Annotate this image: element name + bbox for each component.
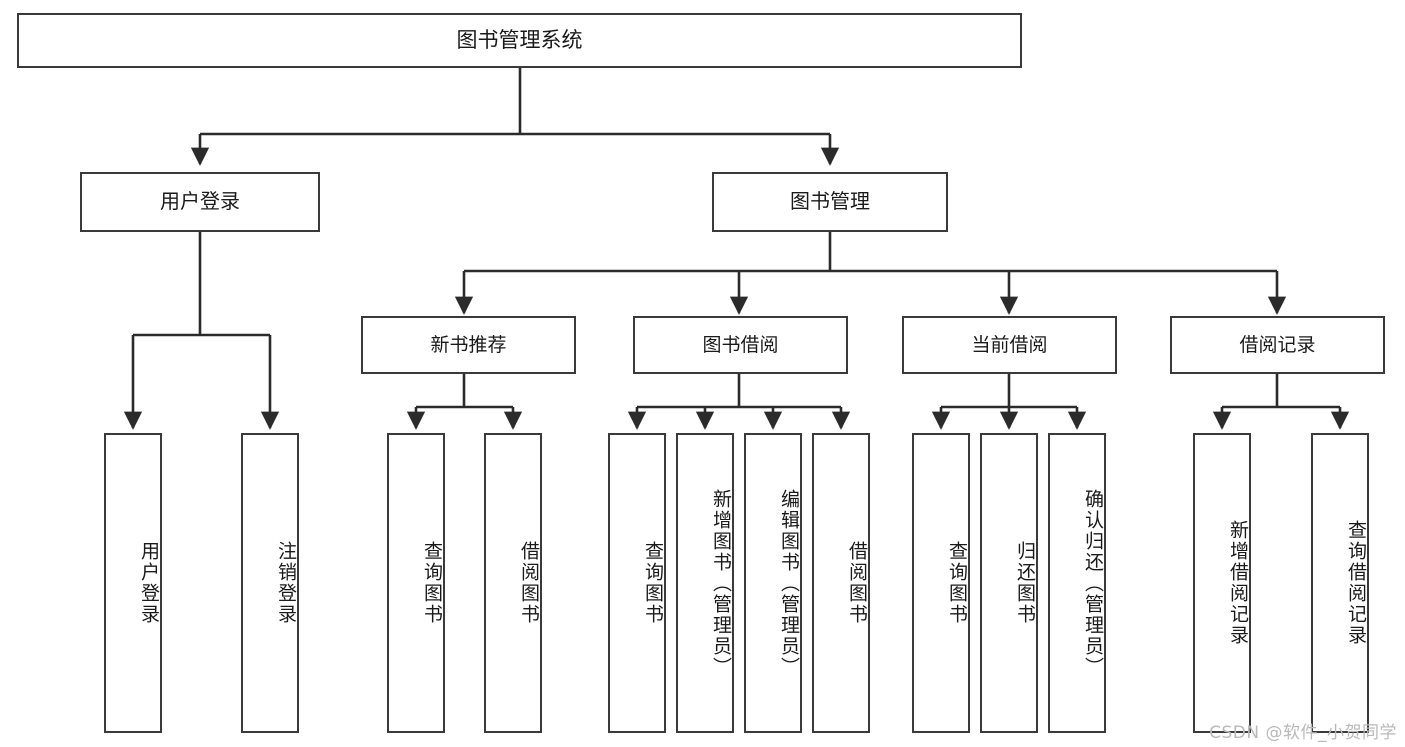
csdn-watermark: CSDN @软件_小贺同学 — [1209, 723, 1397, 743]
leaf-query-borrow-record[interactable]: 查询借阅记录 — [1311, 433, 1369, 733]
node-new-book-recommend[interactable]: 新书推荐 — [361, 316, 576, 374]
leaf-add-book-admin[interactable]: 新增图书（管理员） — [676, 433, 734, 733]
node-borrow-record-label: 借阅记录 — [1239, 333, 1316, 356]
node-book-borrow-label: 图书借阅 — [702, 333, 779, 356]
leaf-add-borrow-record[interactable]: 新增借阅记录 — [1193, 433, 1251, 733]
node-new-book-recommend-label: 新书推荐 — [430, 333, 507, 356]
node-root[interactable]: 图书管理系统 — [17, 13, 1022, 68]
leaf-query-book-current[interactable]: 查询图书 — [912, 433, 970, 733]
leaf-edit-book-admin-label: 编辑图书（管理员） — [778, 488, 800, 678]
node-book-management-label: 图书管理 — [790, 189, 870, 214]
leaf-confirm-return-admin[interactable]: 确认归还（管理员） — [1048, 433, 1106, 733]
leaf-user-login-label: 用户登录 — [138, 541, 160, 625]
leaf-confirm-return-admin-label: 确认归还（管理员） — [1082, 488, 1104, 678]
node-user-login[interactable]: 用户登录 — [80, 172, 320, 232]
leaf-borrow-book-recommend[interactable]: 借阅图书 — [484, 433, 542, 733]
node-user-login-label: 用户登录 — [160, 189, 240, 214]
leaf-return-book[interactable]: 归还图书 — [980, 433, 1038, 733]
node-book-management[interactable]: 图书管理 — [712, 172, 948, 232]
leaf-add-book-admin-label: 新增图书（管理员） — [710, 488, 732, 678]
leaf-query-book-borrow[interactable]: 查询图书 — [608, 433, 666, 733]
leaf-logout[interactable]: 注销登录 — [241, 433, 299, 733]
leaf-query-book-recommend[interactable]: 查询图书 — [387, 433, 445, 733]
leaf-query-book-current-label: 查询图书 — [946, 541, 968, 625]
leaf-edit-book-admin[interactable]: 编辑图书（管理员） — [744, 433, 802, 733]
node-root-label: 图书管理系统 — [456, 28, 583, 53]
leaf-add-borrow-record-label: 新增借阅记录 — [1227, 520, 1249, 646]
node-book-borrow[interactable]: 图书借阅 — [633, 316, 848, 374]
leaf-borrow-book-label: 借阅图书 — [846, 541, 868, 625]
leaf-query-book-recommend-label: 查询图书 — [421, 541, 443, 625]
node-borrow-record[interactable]: 借阅记录 — [1170, 316, 1385, 374]
leaf-borrow-book-recommend-label: 借阅图书 — [518, 541, 540, 625]
leaf-logout-label: 注销登录 — [275, 541, 297, 625]
leaf-borrow-book[interactable]: 借阅图书 — [812, 433, 870, 733]
leaf-user-login[interactable]: 用户登录 — [104, 433, 162, 733]
leaf-return-book-label: 归还图书 — [1014, 541, 1036, 625]
leaf-query-borrow-record-label: 查询借阅记录 — [1345, 520, 1367, 646]
node-current-borrow[interactable]: 当前借阅 — [902, 316, 1117, 374]
leaf-query-book-borrow-label: 查询图书 — [642, 541, 664, 625]
node-current-borrow-label: 当前借阅 — [971, 333, 1048, 356]
